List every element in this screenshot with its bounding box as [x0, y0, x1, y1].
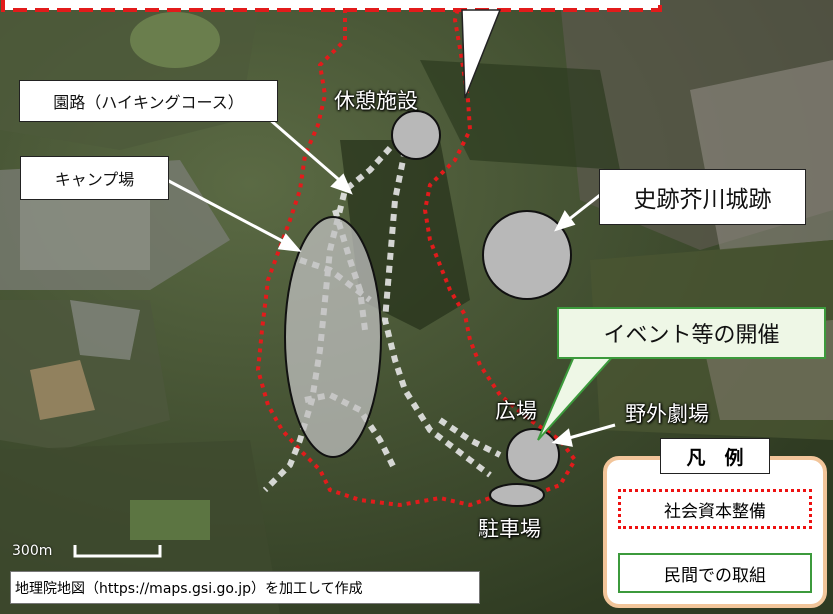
plaza-label: 広場	[495, 399, 537, 423]
event-label: イベント等の開催	[557, 307, 826, 359]
top-banner	[1, 0, 662, 12]
scale-bar	[73, 545, 162, 558]
legend-title: 凡 例	[660, 438, 770, 474]
infrastructure-boundary	[255, 0, 578, 508]
scale-label: 300m	[12, 543, 53, 559]
legend-infrastructure: 社会資本整備	[618, 489, 812, 529]
castle-ruins-label: 史跡芥川城跡	[599, 169, 806, 225]
rest-facility-label: 休憩施設	[334, 89, 418, 113]
map-source: 地理院地図（https://maps.gsi.go.jp）を加工して作成	[10, 571, 480, 604]
camp-area	[284, 216, 382, 458]
legend-private: 民間での取組	[618, 553, 812, 593]
theater-label: 野外劇場	[625, 402, 709, 426]
banner-callout-tail	[461, 9, 502, 99]
plaza-circle	[506, 428, 560, 482]
castle-ruins-circle	[482, 210, 572, 300]
camp-label: キャンプ場	[20, 156, 169, 200]
trail-label: 園路（ハイキングコース）	[19, 80, 278, 122]
parking-ellipse	[489, 483, 545, 507]
parking-label: 駐車場	[478, 517, 541, 541]
rest-facility-circle	[391, 110, 441, 160]
